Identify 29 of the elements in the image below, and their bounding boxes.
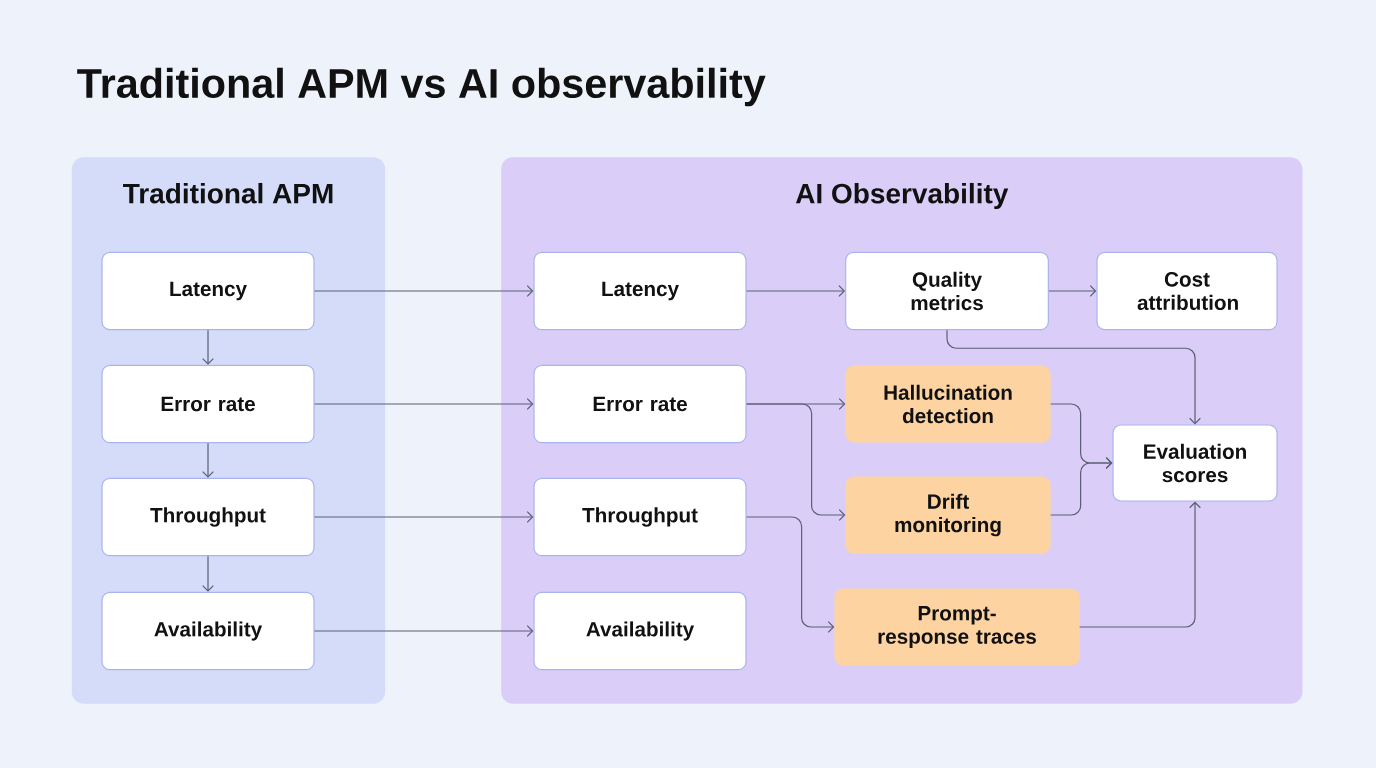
arrow (746, 403, 846, 521)
arrow (746, 516, 835, 633)
arrow (314, 285, 534, 297)
highlighted-box: Hallucination detection (845, 365, 1051, 443)
arrow (202, 329, 214, 365)
process-box: Availability (533, 591, 747, 671)
title: Traditional APM vs AI observability (77, 67, 766, 107)
arrow (1050, 457, 1113, 516)
process-box: Latency (101, 251, 315, 331)
process-box: Cost attribution (1096, 251, 1278, 331)
arrow (1048, 285, 1097, 297)
arrow (314, 511, 534, 523)
process-box: Evaluation scores (1112, 424, 1278, 502)
arrow (746, 285, 846, 297)
process-box: Error rate (101, 364, 315, 444)
arrow (1079, 501, 1201, 628)
highlighted-box: Prompt-response traces (834, 588, 1080, 666)
arrow (314, 625, 534, 637)
arrow (202, 442, 214, 478)
process-box: Throughput (533, 477, 747, 557)
arrow (946, 329, 1201, 425)
process-box: Availability (101, 591, 315, 671)
arrow (314, 398, 534, 410)
process-box: Quality metrics (845, 251, 1049, 331)
highlighted-box: Drift monitoring (845, 476, 1051, 554)
process-box: Throughput (101, 477, 315, 557)
process-box: Error rate (533, 364, 747, 444)
arrow (202, 555, 214, 592)
process-box: Latency (533, 251, 747, 331)
